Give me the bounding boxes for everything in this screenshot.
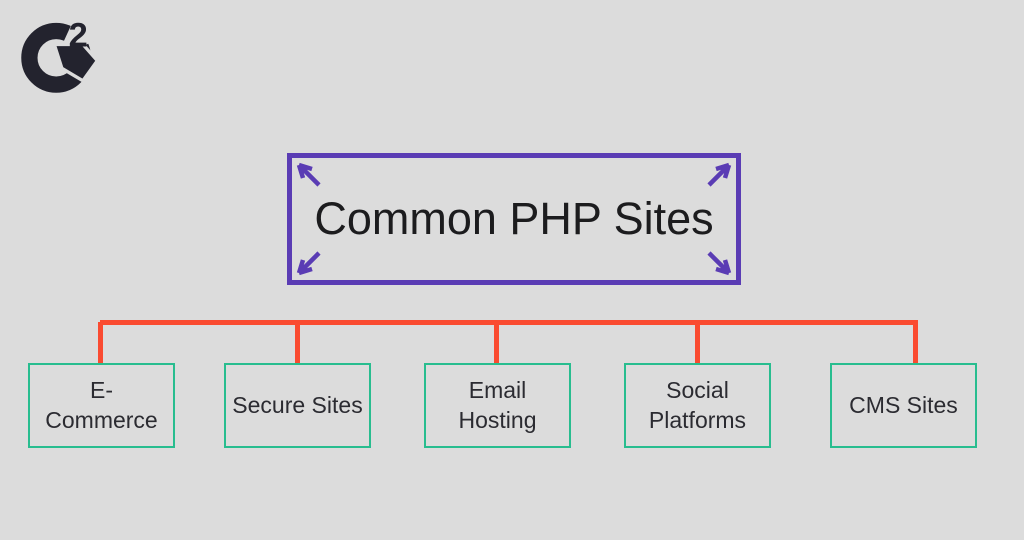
- child-node-secure-sites: Secure Sites: [224, 363, 371, 448]
- child-node-label: E-Commerce: [45, 376, 158, 433]
- root-node-label: Common PHP Sites: [314, 193, 714, 244]
- child-node-label: Secure Sites: [232, 391, 363, 418]
- child-node-label: Email Hosting: [458, 376, 537, 433]
- connector-drop-cms-sites: [913, 322, 918, 363]
- g2-logo-icon: 2: [21, 11, 104, 93]
- child-node-cms-sites: CMS Sites: [830, 363, 977, 448]
- connector-drop-secure-sites: [295, 322, 300, 363]
- connector-horizontal-line: [100, 320, 918, 325]
- root-node-common-php-sites: Common PHP Sites: [287, 153, 741, 285]
- child-node-label: CMS Sites: [849, 391, 958, 418]
- child-node-ecommerce: E-Commerce: [28, 363, 175, 448]
- child-node-label: Social Platforms: [648, 376, 747, 433]
- connector-drop-social-platforms: [695, 322, 700, 363]
- child-node-social-platforms: Social Platforms: [624, 363, 771, 448]
- connector-drop-ecommerce: [98, 322, 103, 363]
- g2-superscript: 2: [69, 16, 88, 54]
- connector-drop-email-hosting: [494, 322, 499, 363]
- child-node-email-hosting: Email Hosting: [424, 363, 571, 448]
